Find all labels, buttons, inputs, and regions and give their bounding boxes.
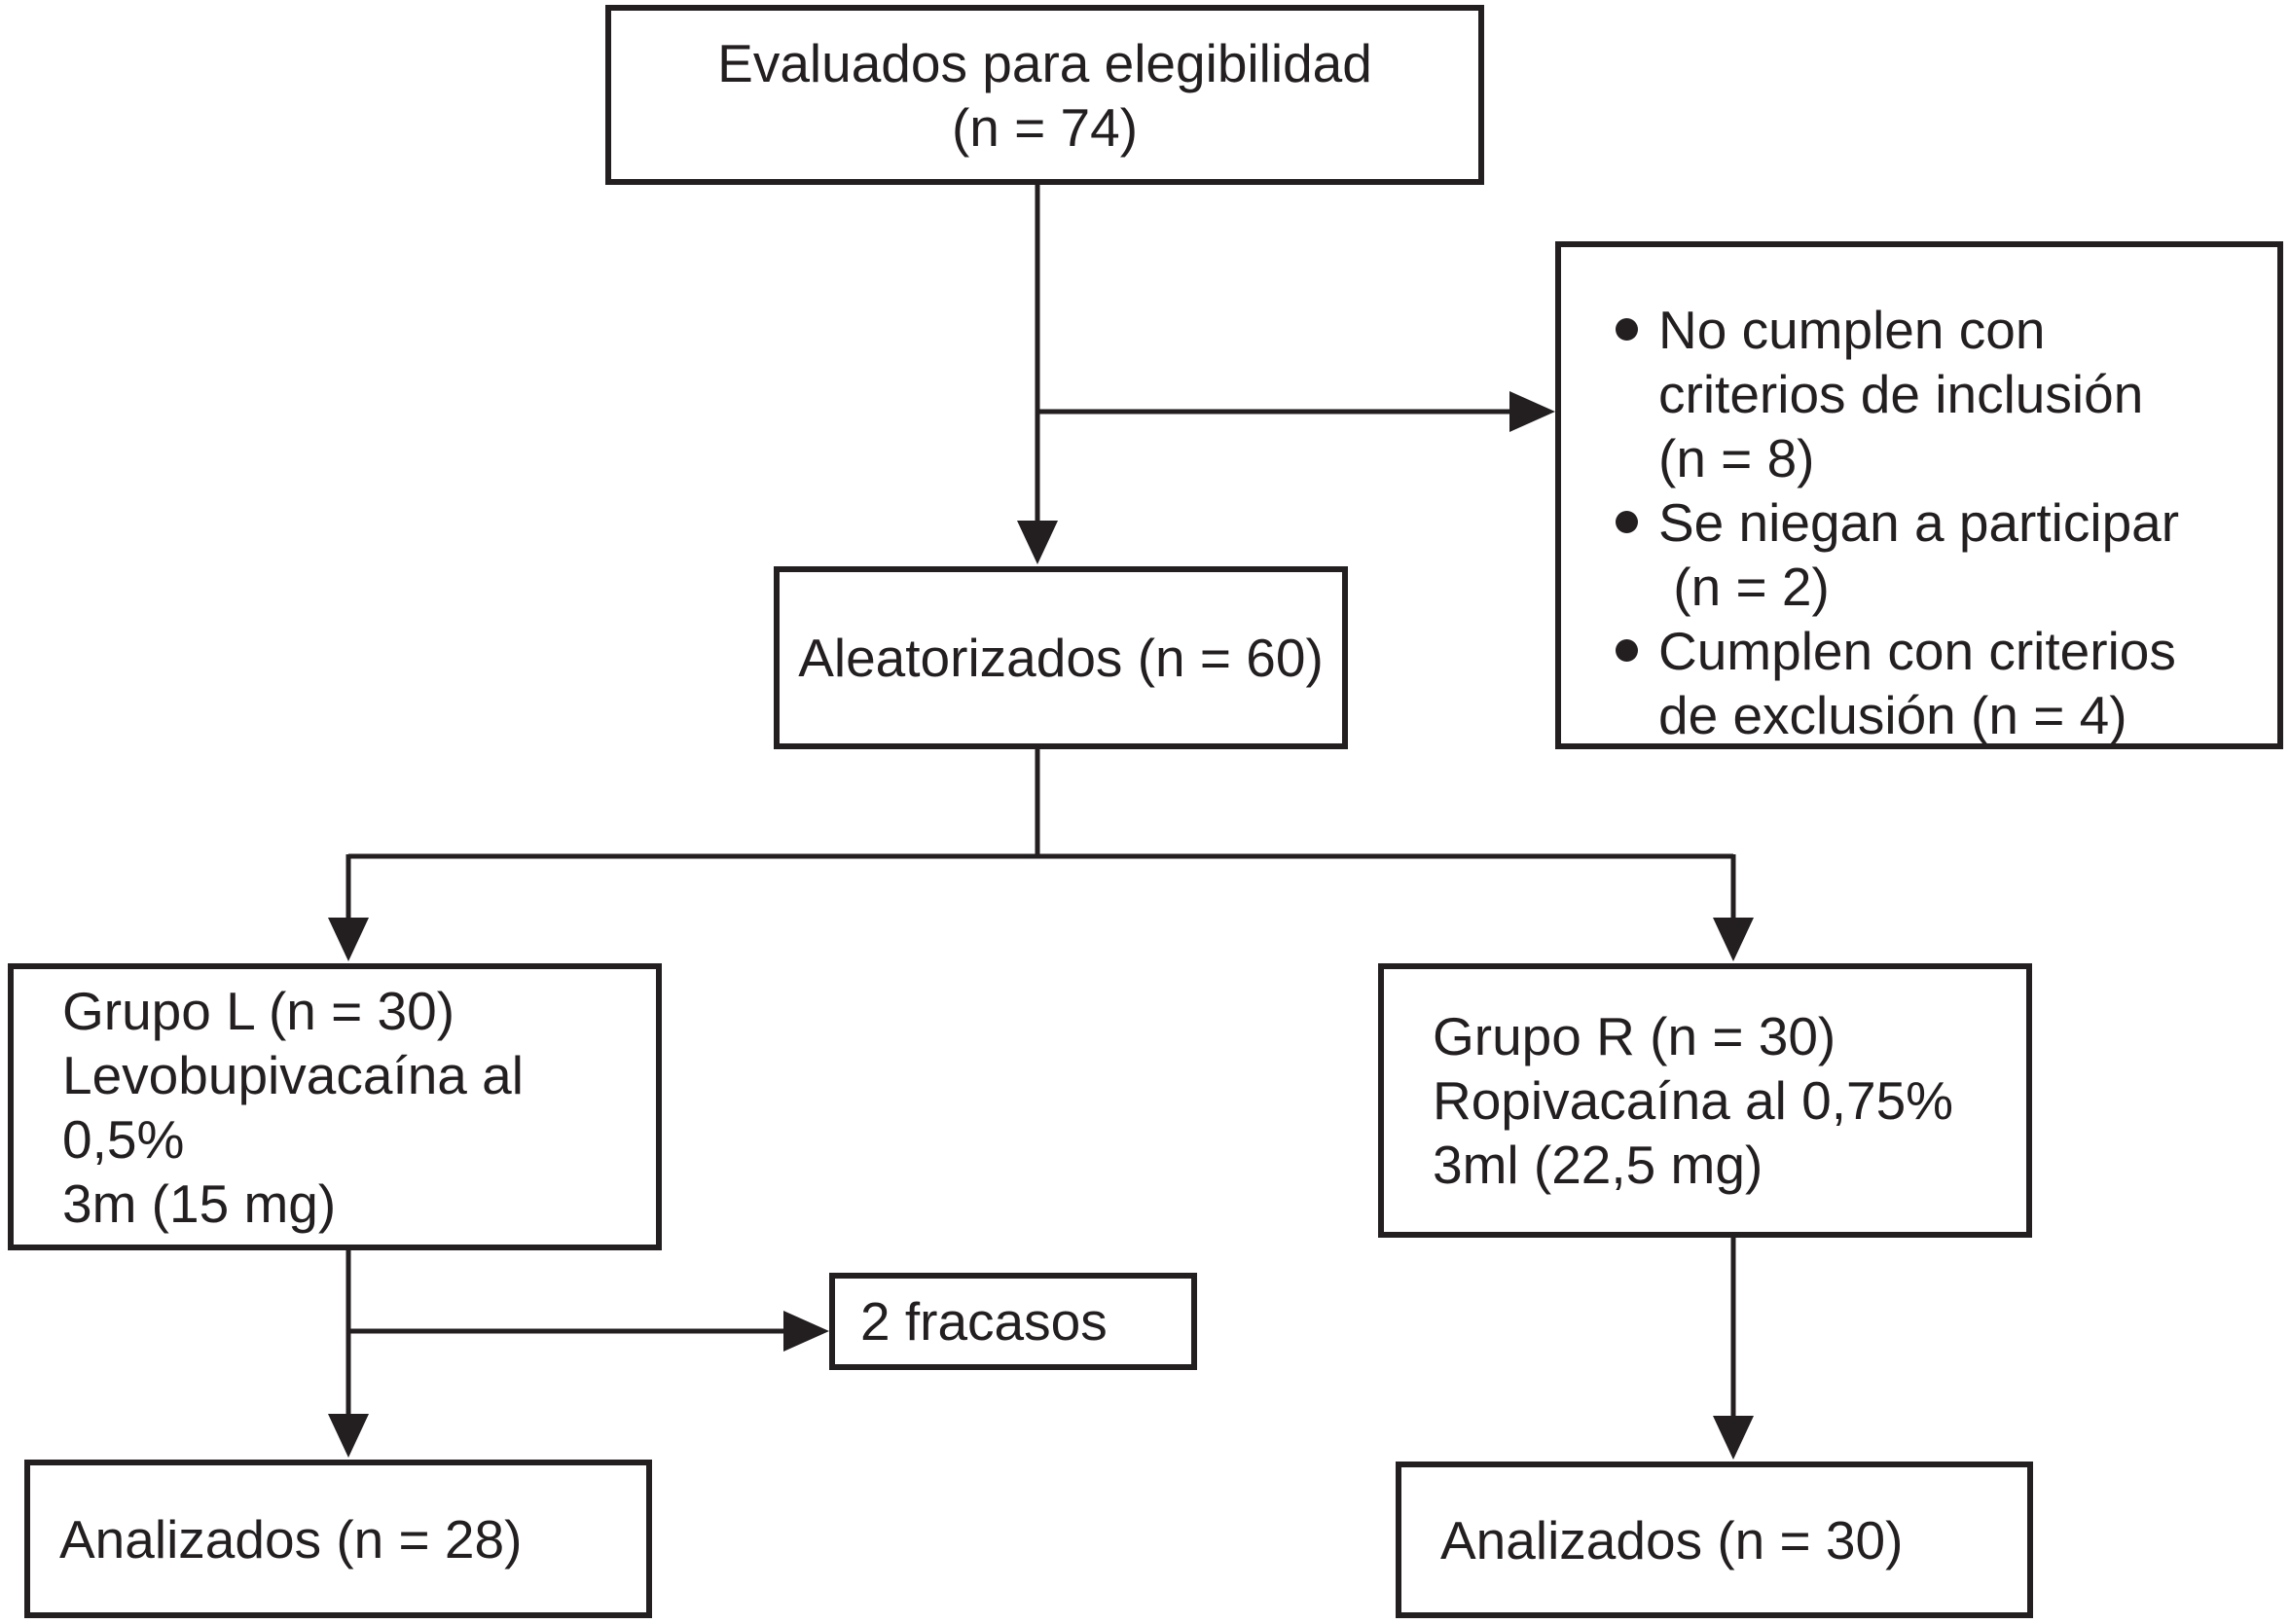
exclusion-item-text: Se niegan a participar (n = 2) — [1658, 492, 2180, 617]
failures-box: 2 fracasos — [829, 1273, 1197, 1370]
list-item: No cumplen con criterios de inclusión (n… — [1561, 298, 2268, 490]
arrowhead-to-exclusions — [1509, 391, 1555, 432]
analyzed-r-box: Analizados (n = 30) — [1396, 1462, 2033, 1618]
arrowhead-to-randomized — [1017, 521, 1058, 564]
eligibility-box: Evaluados para elegibilidad (n = 74) — [605, 5, 1484, 185]
exclusion-item-text: No cumplen con criterios de inclusión (n… — [1658, 300, 2144, 488]
list-item: Cumplen con criterios de exclusión (n = … — [1561, 619, 2268, 747]
exclusions-list: No cumplen con criterios de inclusión (n… — [1561, 298, 2268, 747]
analyzed-r-text: Analizados (n = 30) — [1440, 1509, 1904, 1570]
group-r-text: Grupo R (n = 30) Ropivacaína al 0,75% 3m… — [1433, 1006, 1954, 1195]
arrowhead-to-analyzed-r — [1713, 1416, 1754, 1460]
arrowhead-to-analyzed-l — [328, 1414, 369, 1458]
analyzed-l-box: Analizados (n = 28) — [24, 1460, 652, 1618]
list-item: Se niegan a participar (n = 2) — [1561, 490, 2268, 619]
arrowhead-to-group-l — [328, 918, 369, 961]
eligibility-text: Evaluados para elegibilidad (n = 74) — [717, 32, 1372, 158]
randomized-box: Aleatorizados (n = 60) — [774, 566, 1348, 749]
failures-text: 2 fracasos — [860, 1291, 1108, 1352]
group-l-box: Grupo L (n = 30) Levobupivacaína al 0,5%… — [8, 963, 662, 1250]
exclusions-box: No cumplen con criterios de inclusión (n… — [1555, 241, 2283, 749]
arrowhead-to-failures — [783, 1311, 829, 1352]
analyzed-l-text: Analizados (n = 28) — [59, 1508, 523, 1570]
bullet-icon — [1616, 639, 1638, 662]
group-l-text: Grupo L (n = 30) Levobupivacaína al 0,5%… — [62, 980, 524, 1234]
group-r-box: Grupo R (n = 30) Ropivacaína al 0,75% 3m… — [1378, 963, 2032, 1238]
exclusion-item-text: Cumplen con criterios de exclusión (n = … — [1658, 621, 2176, 745]
bullet-icon — [1616, 318, 1638, 341]
arrowhead-to-group-r — [1713, 918, 1754, 961]
randomized-text: Aleatorizados (n = 60) — [798, 628, 1324, 688]
bullet-icon — [1616, 511, 1638, 533]
